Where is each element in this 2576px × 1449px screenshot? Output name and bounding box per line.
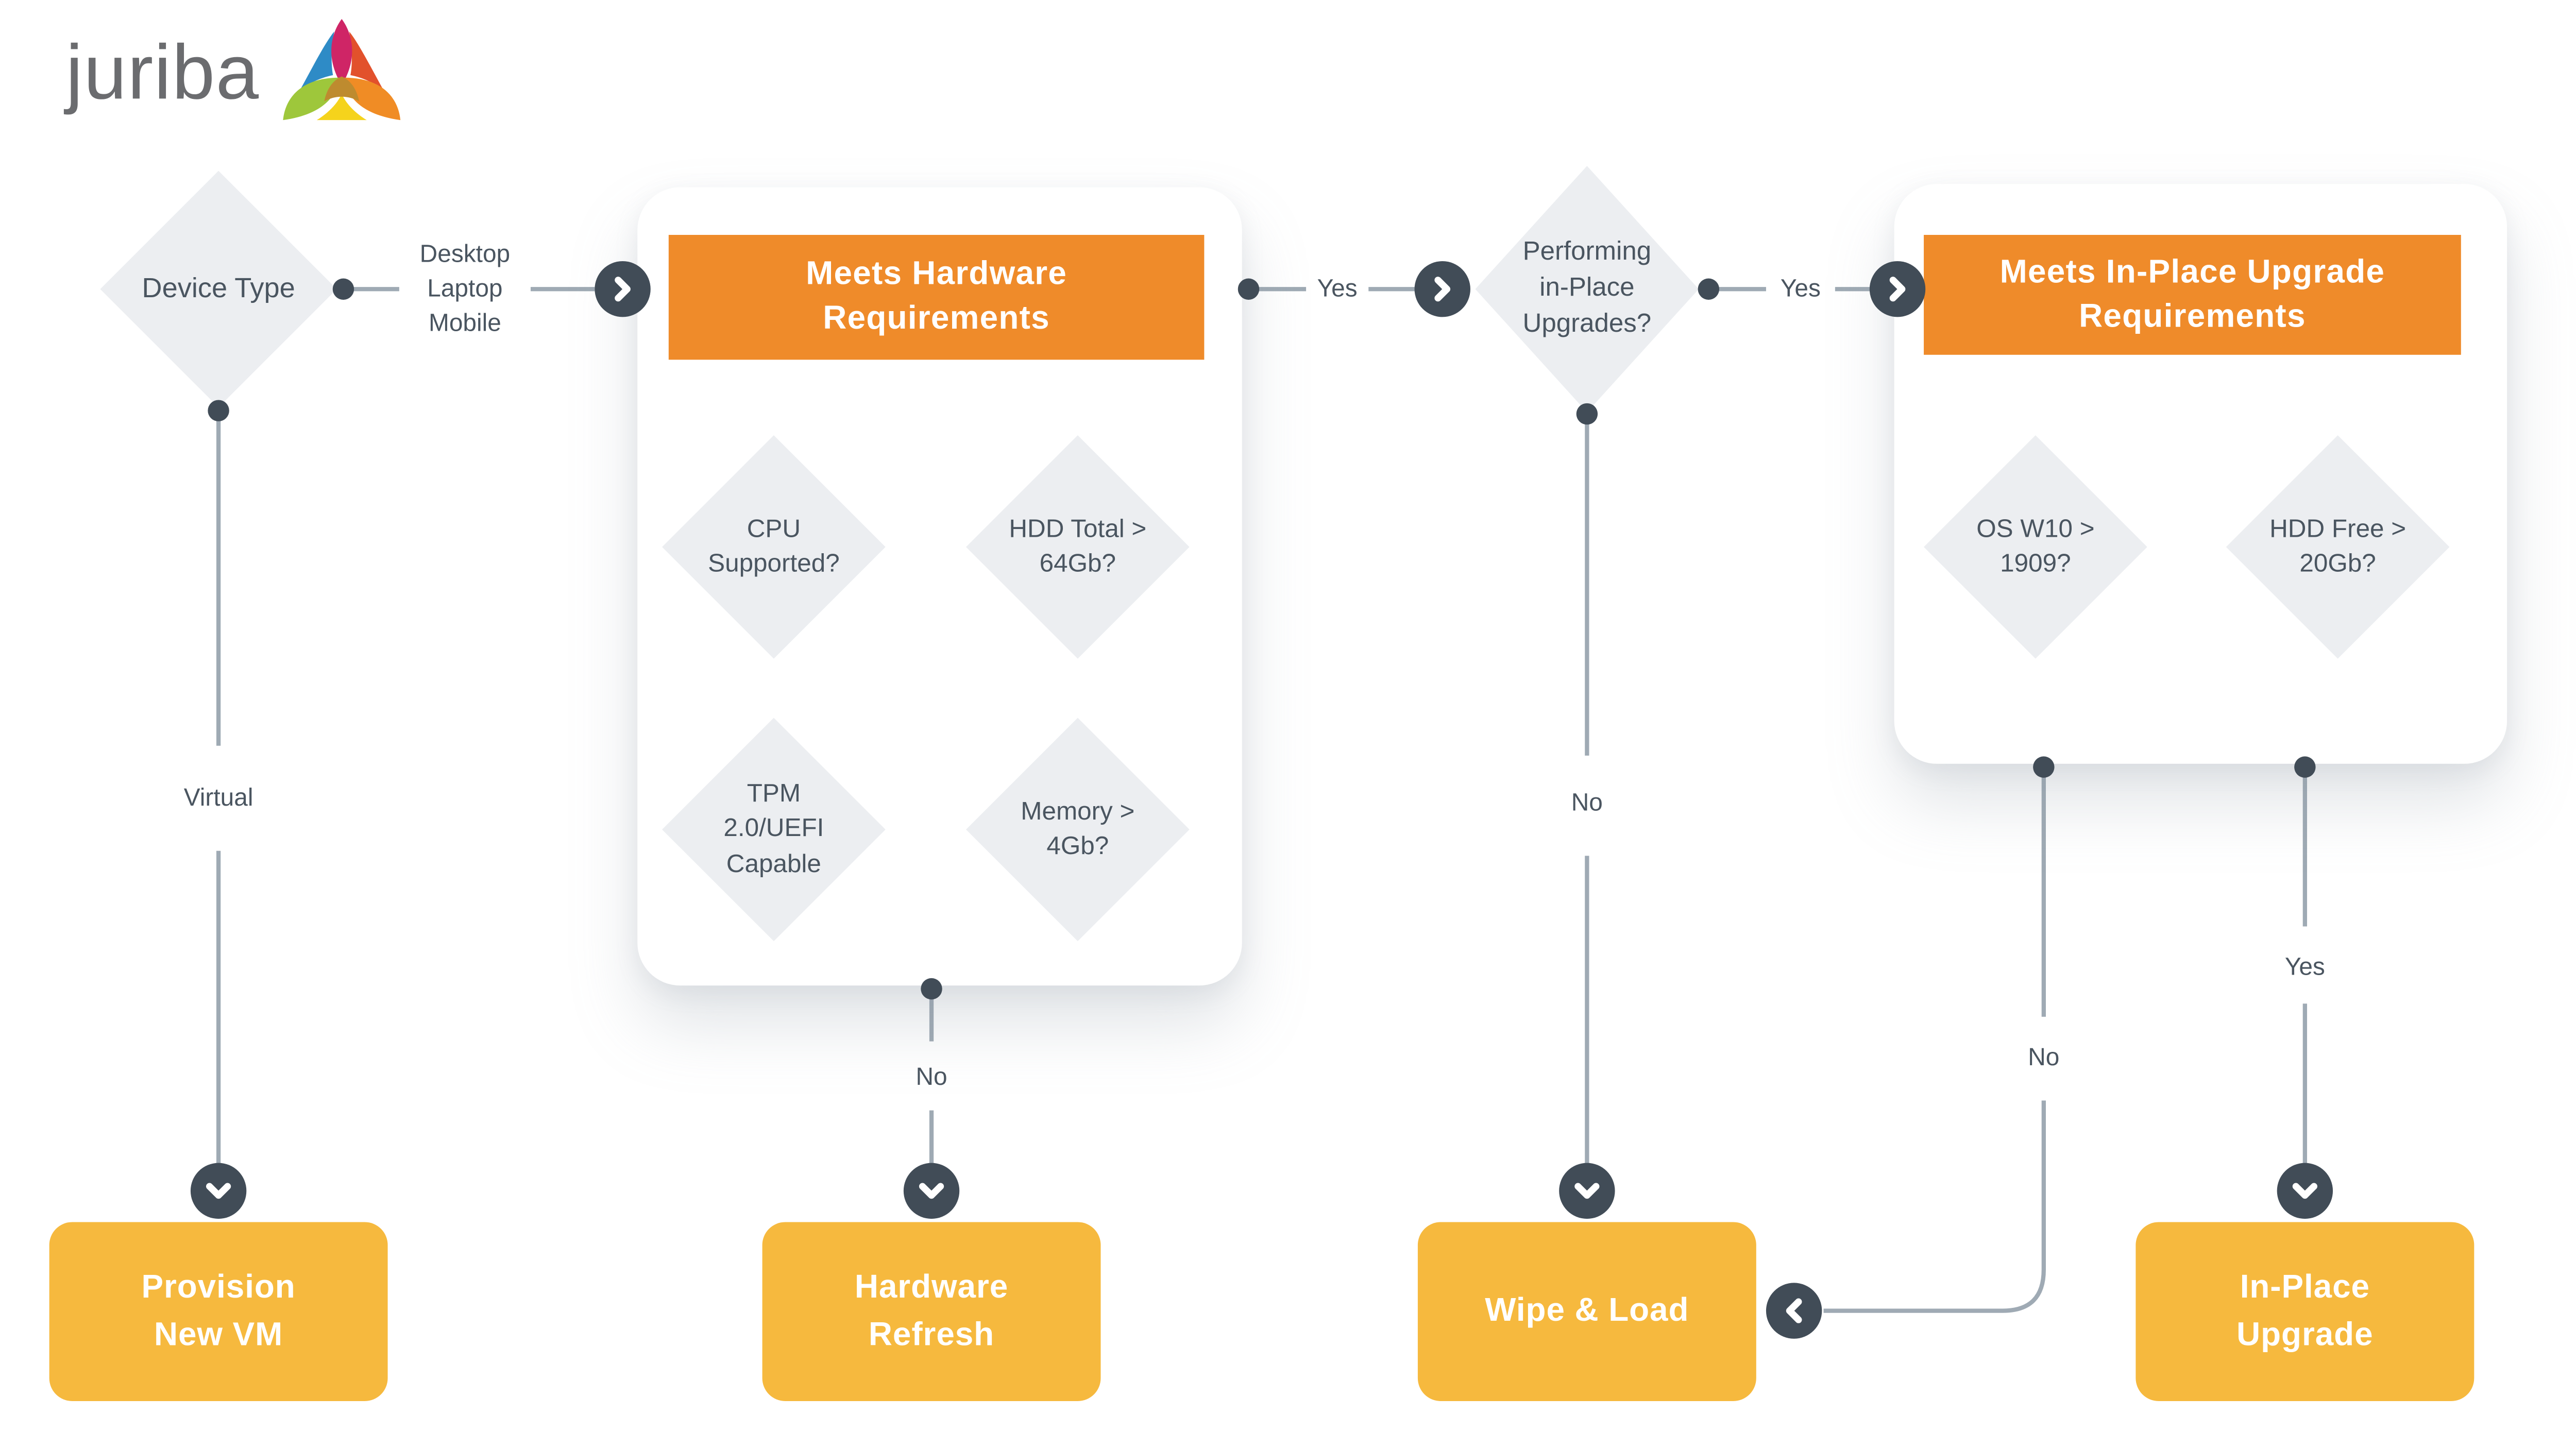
connector-dot xyxy=(1576,403,1598,425)
edge-label-yes-1: Yes xyxy=(1317,275,1358,303)
hw-requirements-header: Meets Hardware Requirements xyxy=(668,234,1205,360)
edge-label-device-types: Desktop Laptop Mobile xyxy=(419,241,511,338)
arrow-down-icon xyxy=(1559,1163,1615,1219)
ipu-requirements-card: Meets In-Place Upgrade Requirements OS W… xyxy=(1894,184,2507,764)
connector-dot xyxy=(921,978,942,1000)
connector-dot xyxy=(2033,756,2055,778)
hw-requirements-title-line2: Requirements xyxy=(823,300,1050,337)
ipu-requirements-title-line1: Meets In-Place Upgrade xyxy=(1999,254,2385,291)
arrow-left-icon xyxy=(1766,1283,1822,1339)
edge-label-no-1: No xyxy=(916,1063,947,1092)
juriba-logo: juriba xyxy=(66,16,404,131)
connector-dot xyxy=(332,278,354,300)
arrow-down-icon xyxy=(903,1163,960,1219)
arrow-right-icon xyxy=(1869,261,1926,317)
connector-dot xyxy=(208,400,229,421)
arrow-down-icon xyxy=(2277,1163,2333,1219)
check-hdd-total-diamond: HDD Total >64Gb? xyxy=(966,435,1190,659)
check-memory-diamond: Memory >4Gb? xyxy=(966,718,1190,942)
edge-label-yes-3: Yes xyxy=(2284,953,2325,982)
arrow-down-icon xyxy=(190,1163,247,1219)
ipu-requirements-header: Meets In-Place Upgrade Requirements xyxy=(1924,234,2461,355)
juriba-logo-icon xyxy=(283,19,401,121)
connector-dot xyxy=(2294,756,2316,778)
arrow-right-icon xyxy=(1414,261,1470,317)
edge-label-no-3: No xyxy=(2028,1044,2060,1072)
edge-label-no-2: No xyxy=(1571,789,1603,817)
terminal-provision-new-vm: Provision New VM xyxy=(49,1222,388,1402)
connector-dot xyxy=(1238,278,1260,300)
juriba-logo-text: juriba xyxy=(65,28,260,115)
terminal-hardware-refresh: Hardware Refresh xyxy=(762,1222,1101,1402)
edge-label-virtual: Virtual xyxy=(183,784,253,812)
terminal-wipe-and-load: Wipe & Load xyxy=(1417,1222,1756,1402)
device-type-label: Device Type xyxy=(142,272,295,304)
edge-ipucard-to-wipe xyxy=(1823,767,2046,1313)
check-hdd-free-diamond: HDD Free >20Gb? xyxy=(2226,435,2450,659)
check-os-diamond: OS W10 >1909? xyxy=(1924,435,2147,659)
terminal-inplace-upgrade: In-Place Upgrade xyxy=(2136,1222,2475,1402)
ipu-requirements-title-line2: Requirements xyxy=(2079,298,2306,334)
connector-dot xyxy=(1698,278,1720,300)
arrow-right-icon xyxy=(595,261,651,317)
edge-label-yes-2: Yes xyxy=(1780,275,1821,303)
hw-requirements-title-line1: Meets Hardware xyxy=(806,257,1067,293)
